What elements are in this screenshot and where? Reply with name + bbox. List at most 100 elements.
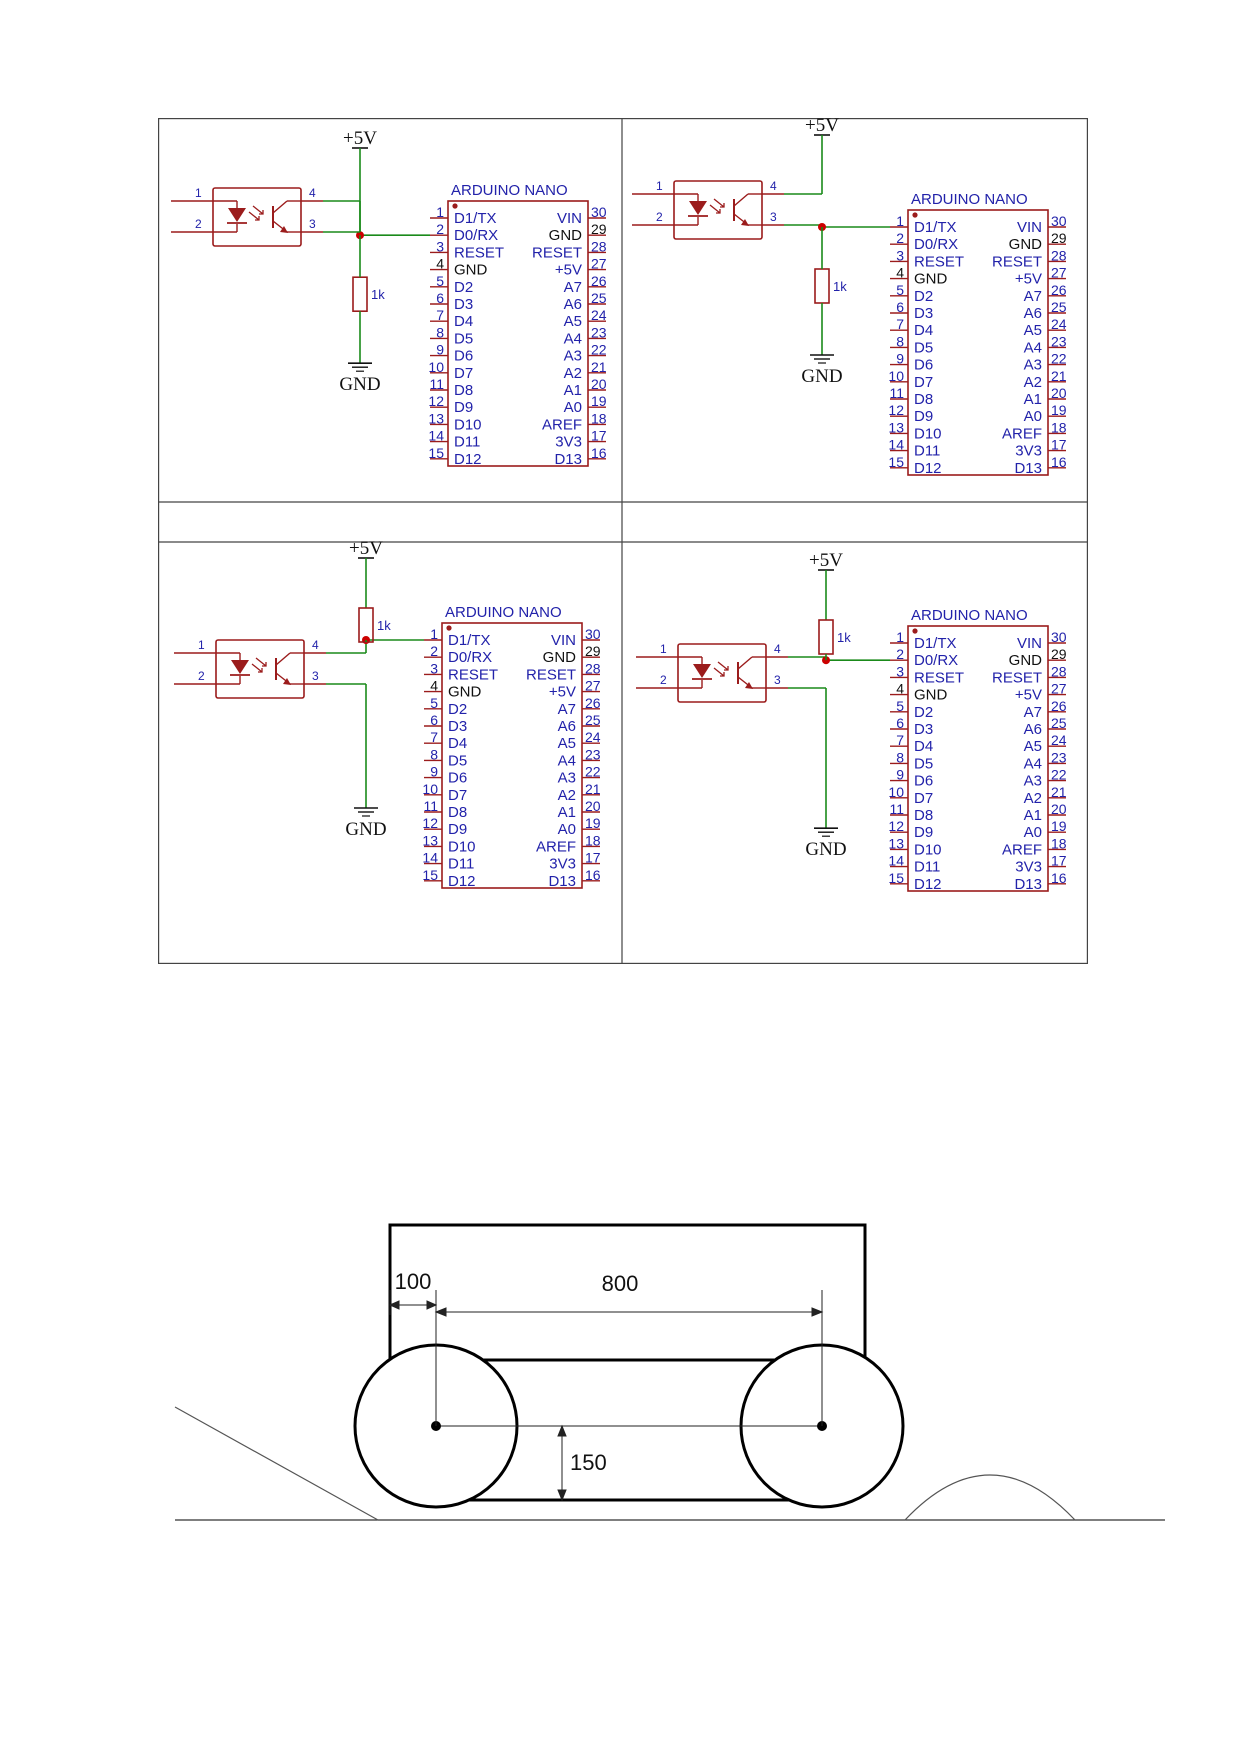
arduino-pin-number: 3 <box>430 660 438 676</box>
arduino-pin-number: 3 <box>896 247 904 263</box>
power-label: +5V <box>343 128 377 149</box>
vehicle-diagram: 100 800 150 <box>174 1223 1165 1521</box>
resistor-body <box>352 276 368 312</box>
power-label: +5V <box>805 118 839 136</box>
arduino-pin-number: 5 <box>430 695 438 711</box>
arduino-pin-number: 15 <box>888 870 904 886</box>
arduino-pin-number: 12 <box>888 818 904 834</box>
arduino-pin-number: 28 <box>1051 663 1067 679</box>
opto-pin-number: 4 <box>770 179 777 193</box>
arduino-pin-label-a7: A7 <box>564 279 582 296</box>
arduino-pin-number: 15 <box>888 454 904 470</box>
arduino-pin-number: 1 <box>896 213 904 229</box>
pin1-marker <box>912 212 918 218</box>
arduino-pin-label-d7: D7 <box>454 365 473 382</box>
arduino-pin-label-d7: D7 <box>448 787 467 804</box>
emitter-arrow <box>280 226 288 233</box>
junction-dot <box>822 656 830 665</box>
arduino-pin-number: 23 <box>585 746 601 762</box>
arduino-pin-number: 7 <box>436 307 444 323</box>
ground-label: GND <box>339 374 380 395</box>
opto-pin-number: 4 <box>774 642 781 656</box>
ground-label: GND <box>801 366 842 387</box>
arduino-pin-number: 14 <box>422 850 438 866</box>
arduino-pin-number: 5 <box>896 698 904 714</box>
opto-pin-number: 3 <box>309 217 316 231</box>
arduino-pin-label-vin: VIN <box>551 632 576 649</box>
led-triangle <box>231 660 249 674</box>
arduino-pin-number: 21 <box>585 781 601 797</box>
arduino-pin-label-a5: A5 <box>564 313 582 330</box>
arduino-pin-number: 9 <box>896 767 904 783</box>
arduino-pin-number: 11 <box>889 385 904 401</box>
arduino-pin-label-d1tx: D1/TX <box>448 632 491 649</box>
arduino-pin-label-d2: D2 <box>454 279 473 296</box>
arduino-pin-number: 4 <box>896 681 904 697</box>
pin1-marker <box>452 203 458 209</box>
resistor-label: 1k <box>837 630 851 645</box>
arduino-pin-number: 30 <box>585 626 601 642</box>
arduino-pin-label-a2: A2 <box>1024 374 1042 391</box>
arduino-pin-number: 25 <box>585 712 601 728</box>
arduino-pin-label-d3: D3 <box>914 721 933 738</box>
arduino-pin-label-a5: A5 <box>1024 738 1042 755</box>
arduino-pin-label-5v: +5V <box>1015 687 1042 704</box>
arduino-pin-number: 21 <box>1051 368 1067 384</box>
arduino-pin-number: 30 <box>591 204 607 220</box>
arduino-pin-number: 19 <box>591 393 607 409</box>
arduino-pin-label-a3: A3 <box>1024 773 1042 790</box>
arduino-pin-number: 21 <box>1051 784 1067 800</box>
arduino-pin-label-d2: D2 <box>914 704 933 721</box>
power-label: +5V <box>349 538 383 559</box>
arduino-pin-label-reset: RESET <box>914 253 964 270</box>
arduino-pin-number: 6 <box>896 299 904 315</box>
arduino-pin-label-d8: D8 <box>454 382 473 399</box>
arduino-pin-number: 4 <box>430 678 438 694</box>
opto-pin-number: 1 <box>195 186 202 200</box>
arduino-pin-label-d9: D9 <box>454 399 473 416</box>
emitter-arrow <box>741 219 749 226</box>
arduino-pin-number: 30 <box>1051 629 1067 645</box>
resistor-body <box>818 619 834 655</box>
opto-pin-number: 2 <box>656 210 663 224</box>
arduino-pin-label-d13: D13 <box>548 873 576 890</box>
arduino-pin-label-d5: D5 <box>448 752 467 769</box>
arduino-pin-number: 26 <box>585 695 601 711</box>
arduino-pin-number: 19 <box>1051 402 1067 418</box>
arduino-pin-number: 28 <box>1051 247 1067 263</box>
arduino-pin-label-a4: A4 <box>564 330 582 347</box>
arduino-title: ARDUINO NANO <box>911 607 1028 624</box>
arduino-pin-number: 8 <box>430 746 438 762</box>
arduino-pin-number: 20 <box>585 798 601 814</box>
arduino-pin-label-d4: D4 <box>914 738 933 755</box>
arduino-pin-number: 2 <box>896 646 904 662</box>
dimension-offset-label: 100 <box>395 1269 432 1294</box>
arduino-pin-number: 22 <box>591 342 607 358</box>
light-arrow <box>251 663 263 673</box>
opto-pin-number: 1 <box>198 638 205 652</box>
opto-pin-number: 2 <box>660 673 667 687</box>
arduino-pin-number: 12 <box>428 393 444 409</box>
emitter-arrow <box>283 678 291 685</box>
arduino-pin-number: 18 <box>591 410 607 426</box>
arduino-pin-number: 1 <box>430 626 438 642</box>
arduino-pin-number: 20 <box>1051 385 1067 401</box>
arduino-pin-label-d1tx: D1/TX <box>914 635 957 652</box>
arduino-pin-label-d12: D12 <box>914 876 942 893</box>
arduino-pin-label-d9: D9 <box>914 824 933 841</box>
arduino-pin-label-d2: D2 <box>448 701 467 718</box>
arduino-pin-number: 6 <box>430 712 438 728</box>
arduino-pin-label-a2: A2 <box>1024 790 1042 807</box>
arduino-pin-label-d7: D7 <box>914 374 933 391</box>
arduino-pin-label-3v3: 3V3 <box>1015 443 1042 460</box>
arduino-pin-label-d10: D10 <box>454 416 482 433</box>
arduino-pin-label-d4: D4 <box>448 735 467 752</box>
arduino-pin-number: 8 <box>436 324 444 340</box>
arduino-pin-label-gnd: GND <box>914 271 948 288</box>
resistor-body <box>814 268 830 304</box>
dimension-clearance-label: 150 <box>570 1450 607 1475</box>
arduino-nano-body <box>447 200 589 467</box>
light-arrow <box>252 205 264 215</box>
arduino-pin-number: 19 <box>585 815 601 831</box>
